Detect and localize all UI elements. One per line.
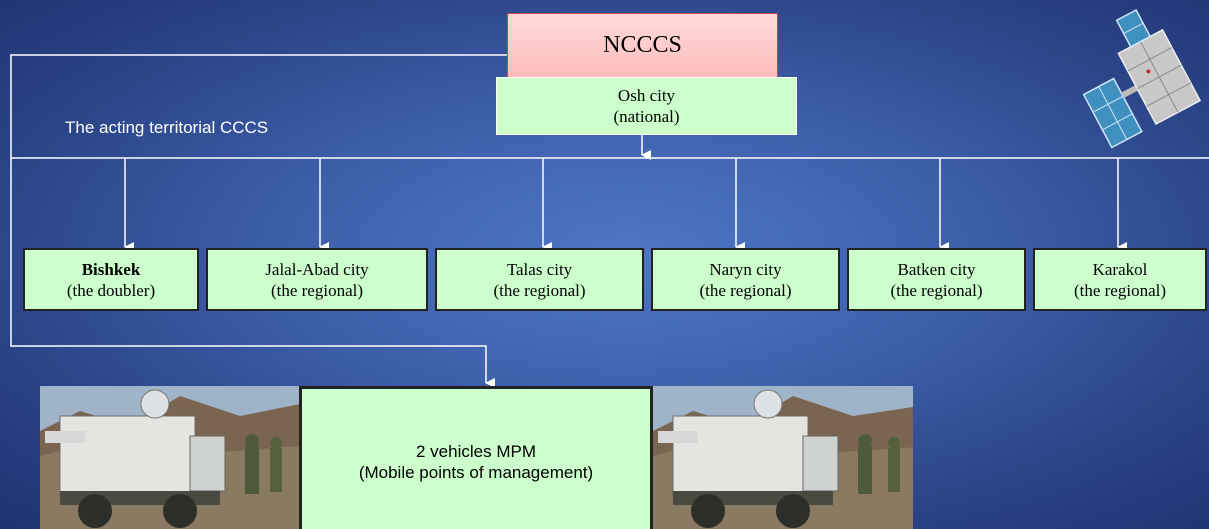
mpm-box: 2 vehicles MPM (Mobile points of managem… [299,386,653,529]
mpm-title: 2 vehicles MPM [416,442,536,461]
mpm-subtitle: (Mobile points of management) [358,463,594,482]
node-role: (the doubler) [66,280,156,300]
node-role: (the regional) [699,280,792,300]
node-name: Jalal-Abad city [265,259,369,279]
vehicle-photo-left [40,386,300,529]
node-role: (the regional) [1073,280,1167,300]
osh-city-name: Osh city [617,86,676,105]
territorial-cccs-label: The acting territorial CCCS [65,118,269,137]
node-name: Naryn city [709,259,782,279]
node-name: Talas city [506,259,573,279]
osh-city-role: (national) [613,107,680,126]
node-jalal-abad: Jalal-Abad city (the regional) [206,248,428,311]
node-name: Batken city [897,259,976,279]
node-name: Karakol [1092,259,1148,279]
node-role: (the regional) [270,280,364,300]
node-role: (the regional) [493,280,586,300]
ncccs-label: NCCCS [603,32,682,58]
node-karakol: Karakol (the regional) [1033,248,1207,311]
node-role: (the regional) [890,280,983,300]
osh-city-box: Osh city (national) [496,77,797,135]
vehicle-photo-right [653,386,913,529]
node-bishkek: Bishkek (the doubler) [23,248,199,311]
node-name: Bishkek [81,259,141,279]
node-talas: Talas city (the regional) [435,248,644,311]
node-naryn: Naryn city (the regional) [651,248,840,311]
ncccs-box: NCCCS [507,13,778,78]
satellite-icon [1082,4,1209,156]
node-batken: Batken city (the regional) [847,248,1026,311]
